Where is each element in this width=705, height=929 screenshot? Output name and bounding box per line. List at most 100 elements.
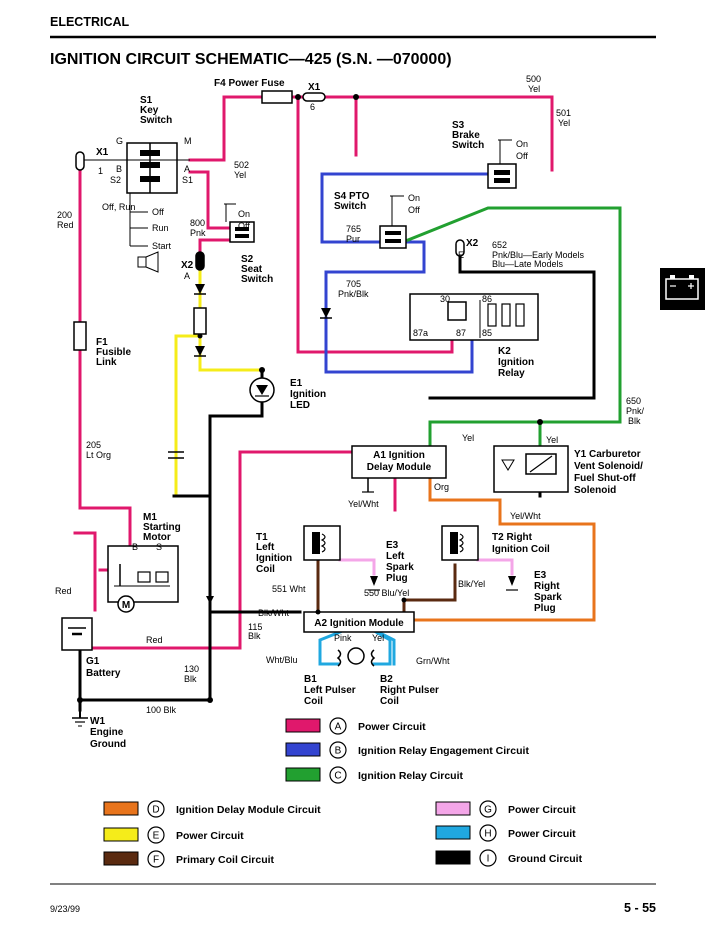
relay-engagement-wires xyxy=(320,172,490,374)
legend-letter-circle xyxy=(147,826,165,844)
svg-text:S3: S3 xyxy=(452,120,465,131)
svg-text:S1: S1 xyxy=(140,95,153,106)
legend-label: Ignition Relay Circuit xyxy=(358,770,464,782)
svg-text:M: M xyxy=(122,600,130,611)
svg-text:Blk: Blk xyxy=(184,674,197,684)
a1-ignition-delay-module: A1 Ignition Delay Module xyxy=(351,445,447,493)
svg-text:S1: S1 xyxy=(182,175,193,185)
junction xyxy=(295,94,301,100)
legend-swatch xyxy=(435,850,471,865)
svg-text:X2: X2 xyxy=(466,238,479,249)
svg-text:On: On xyxy=(238,209,250,219)
primary-coil-wires xyxy=(316,553,457,614)
seat-resistor xyxy=(193,307,207,335)
key-positions: Off, Run Off Run Start xyxy=(102,193,172,273)
svg-text:B2: B2 xyxy=(380,674,393,685)
svg-text:Switch: Switch xyxy=(452,140,484,151)
svg-text:S2: S2 xyxy=(110,175,121,185)
svg-text:502: 502 xyxy=(234,160,249,170)
legend-label: Ground Circuit xyxy=(508,853,583,865)
f1-fusible-link: F1 Fusible Link xyxy=(73,321,131,368)
t2-right-ignition-coil: T2 Right Ignition Coil xyxy=(441,525,550,561)
legend-label: Power Circuit xyxy=(508,828,576,840)
svg-text:Switch: Switch xyxy=(334,201,366,212)
svg-text:Spark: Spark xyxy=(534,592,562,603)
svg-text:Blk/Wht: Blk/Wht xyxy=(258,608,290,618)
svg-text:Delay Module: Delay Module xyxy=(367,462,432,473)
legend-label: Power Circuit xyxy=(508,804,576,816)
f4-power-fuse: F4 Power Fuse xyxy=(214,78,293,104)
legend-label: Power Circuit xyxy=(358,721,426,733)
g1-battery: G1 Battery xyxy=(61,617,121,679)
svg-text:A1 Ignition: A1 Ignition xyxy=(373,450,425,461)
svg-text:200: 200 xyxy=(57,210,72,220)
svg-text:Switch: Switch xyxy=(140,115,172,126)
svg-text:Red: Red xyxy=(146,635,163,645)
svg-text:501: 501 xyxy=(556,108,571,118)
svg-text:B: B xyxy=(132,542,138,552)
svg-text:Red: Red xyxy=(55,586,72,596)
svg-text:B: B xyxy=(116,164,122,174)
legend-letter: G xyxy=(484,805,492,816)
svg-text:S4 PTO: S4 PTO xyxy=(334,191,370,202)
svg-text:Pnk/: Pnk/ xyxy=(626,406,645,416)
svg-text:Ignition: Ignition xyxy=(290,389,326,400)
legend-item-d: D Ignition Delay Module Circuit xyxy=(103,800,321,818)
legend-swatch xyxy=(103,851,139,866)
svg-text:W1: W1 xyxy=(90,716,105,727)
page-number: 5 - 55 xyxy=(624,901,656,915)
svg-text:Red: Red xyxy=(57,220,74,230)
legend-letter-circle xyxy=(329,717,347,735)
svg-text:Left: Left xyxy=(256,542,275,553)
svg-text:Key: Key xyxy=(140,105,159,116)
svg-text:Coil: Coil xyxy=(256,564,275,575)
svg-text:A: A xyxy=(184,164,190,174)
legend-letter-circle xyxy=(479,824,497,842)
svg-text:Starting: Starting xyxy=(143,522,181,533)
svg-text:Ignition: Ignition xyxy=(498,357,534,368)
section-title: ELECTRICAL xyxy=(50,15,130,29)
svg-text:652: 652 xyxy=(492,240,507,250)
svg-text:LED: LED xyxy=(290,400,310,411)
power-g-wires xyxy=(338,558,514,576)
legend-label: Ignition Delay Module Circuit xyxy=(176,804,321,816)
svg-text:551 Wht: 551 Wht xyxy=(272,584,306,594)
legend-letter: I xyxy=(487,854,490,865)
svg-text:Off: Off xyxy=(152,207,164,217)
svg-text:Yel: Yel xyxy=(528,84,540,94)
legend-letter: B xyxy=(335,746,342,757)
s2-seat-switch: S2 Seat Switch On Off xyxy=(224,203,273,285)
svg-text:Lt Org: Lt Org xyxy=(86,450,111,460)
svg-text:G1: G1 xyxy=(86,656,100,667)
a2-ignition-module: A2 Ignition Module xyxy=(303,611,415,633)
svg-text:Pnk/Blk: Pnk/Blk xyxy=(338,289,369,299)
svg-text:Battery: Battery xyxy=(86,668,121,679)
svg-text:Grn/Wht: Grn/Wht xyxy=(416,656,450,666)
svg-text:Brake: Brake xyxy=(452,130,480,141)
x2-left-connector: X2 A xyxy=(181,251,205,281)
svg-text:130: 130 xyxy=(184,664,199,674)
legend-letter: D xyxy=(152,805,159,816)
diode-x2a xyxy=(194,284,206,295)
svg-text:6: 6 xyxy=(310,102,315,112)
svg-text:Spark: Spark xyxy=(386,562,414,573)
pulser-coils: B1 Left Pulser Coil B2 Right Pulser Coil xyxy=(304,647,439,707)
svg-text:705: 705 xyxy=(346,279,361,289)
svg-text:205: 205 xyxy=(86,440,101,450)
svg-text:30: 30 xyxy=(440,294,450,304)
svg-text:Relay: Relay xyxy=(498,368,525,379)
footer-date: 9/23/99 xyxy=(50,904,80,914)
svg-text:T1: T1 xyxy=(256,532,268,543)
x1-left-connector: X1 1 xyxy=(75,147,127,176)
m1-starting-motor: M M1 Starting Motor B S xyxy=(107,512,181,613)
legend-swatch xyxy=(285,767,321,782)
legend-letter: H xyxy=(484,829,491,840)
y1-carburetor-solenoid: Y1 Carburetor Vent Solenoid/ Fuel Shut-o… xyxy=(493,445,643,496)
svg-text:Fuel Shut-off: Fuel Shut-off xyxy=(574,473,636,484)
svg-text:Off, Run: Off, Run xyxy=(102,202,135,212)
svg-text:Start: Start xyxy=(152,241,172,251)
